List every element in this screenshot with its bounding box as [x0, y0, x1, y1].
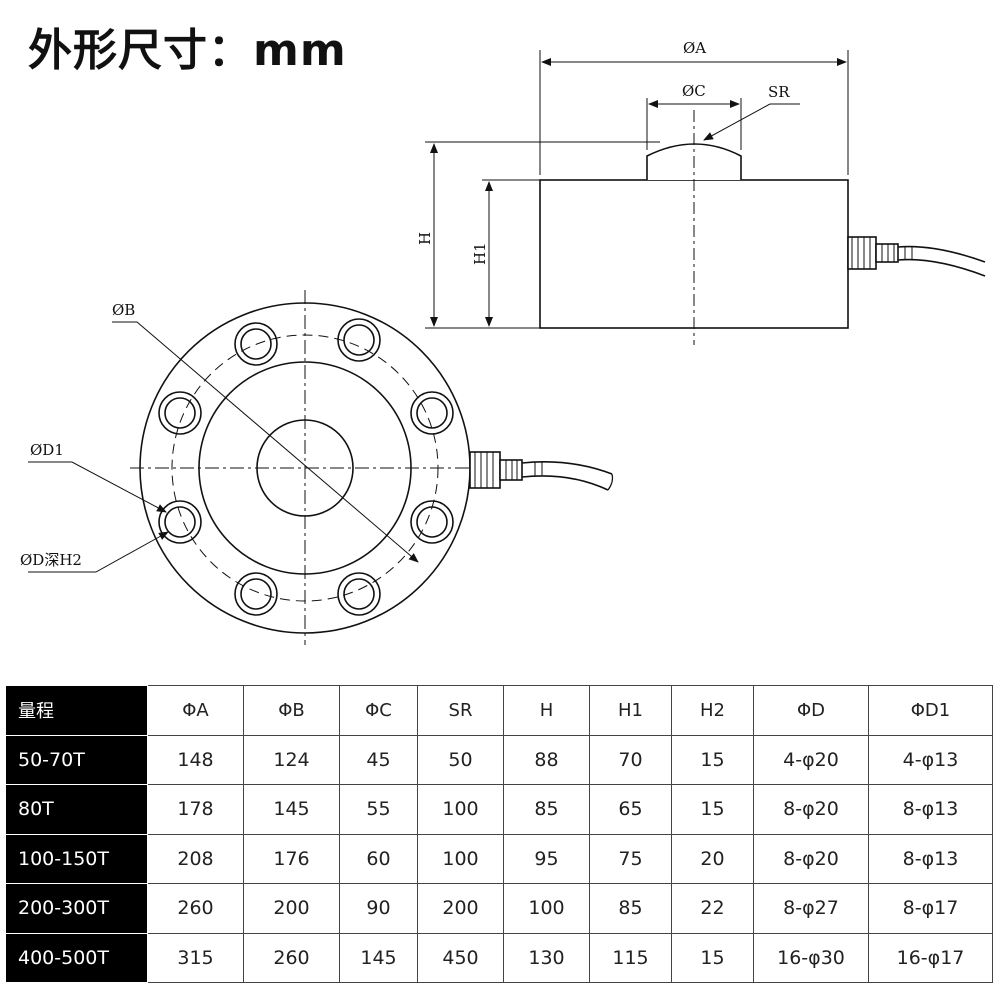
table-cell: 8-φ17 [868, 883, 993, 934]
table-cell: 4-φ13 [868, 734, 993, 785]
table-cell: 200 [243, 883, 340, 934]
table-cell: 130 [503, 932, 590, 983]
bolt-hole [410, 500, 454, 544]
table-cell: 100 [503, 883, 590, 934]
table-cell: 55 [339, 784, 418, 835]
label-dim-d-depth: ØD深H2 [20, 551, 82, 569]
table-cell: 450 [417, 932, 504, 983]
header-cell: H [503, 685, 590, 736]
table-cell: 65 [589, 784, 672, 835]
side-view [425, 50, 986, 345]
table-cell: 90 [339, 883, 418, 934]
table-cell: 145 [243, 784, 340, 835]
table-cell: 60 [339, 833, 418, 884]
table-cell: 208 [147, 833, 244, 884]
header-cell: ΦD [753, 685, 869, 736]
table-cell: 260 [243, 932, 340, 983]
header-cell: H2 [671, 685, 754, 736]
flange-cable [521, 461, 613, 475]
table-cell: 8-φ13 [868, 784, 993, 835]
table-cell: 16-φ30 [753, 932, 869, 983]
top-view [28, 290, 614, 645]
table-cell: 100 [417, 833, 504, 884]
table-cell: 50 [417, 734, 504, 785]
table-row: 200-300T 260 200 90 200 100 85 22 8-φ27 … [5, 883, 993, 934]
table-row: 80T 178 145 55 100 85 65 15 8-φ20 8-φ13 [5, 784, 993, 835]
range-cell: 80T [5, 784, 148, 835]
label-dim-d1: ØD1 [30, 441, 64, 459]
header-range: 量程 [5, 685, 148, 736]
label-h: H [416, 232, 434, 245]
header-cell: SR [417, 685, 504, 736]
table-cell: 95 [503, 833, 590, 884]
table-cell: 260 [147, 883, 244, 934]
range-cell: 400-500T [5, 932, 148, 983]
header-cell: H1 [589, 685, 672, 736]
label-dim-c: ØC [682, 82, 706, 100]
cable [897, 245, 986, 263]
bolt-holes [158, 318, 454, 616]
dimension-drawing: ØA ØC SR H H1 [20, 39, 986, 645]
table-cell: 8-φ20 [753, 833, 869, 884]
label-sr: SR [768, 83, 790, 101]
table-cell: 124 [243, 734, 340, 785]
table-cell: 16-φ17 [868, 932, 993, 983]
table-header-row: 量程 ΦA ΦB ΦC SR H H1 H2 ΦD ΦD1 [5, 685, 993, 736]
table-row: 50-70T 148 124 45 50 88 70 15 4-φ20 4-φ1… [5, 734, 993, 785]
bolt-hole [337, 572, 381, 616]
header-cell: ΦB [243, 685, 340, 736]
table-cell: 15 [671, 734, 754, 785]
label-dim-b: ØB [112, 301, 135, 319]
table-row: 400-500T 315 260 145 450 130 115 15 16-φ… [5, 932, 993, 983]
table-cell: 100 [417, 784, 504, 835]
table-cell: 4-φ20 [753, 734, 869, 785]
range-cell: 200-300T [5, 883, 148, 934]
bolt-hole [337, 318, 381, 362]
range-cell: 50-70T [5, 734, 148, 785]
bolt-hole [410, 391, 454, 435]
bolt-hole [158, 500, 202, 544]
table-cell: 8-φ13 [868, 833, 993, 884]
label-dim-a: ØA [683, 39, 706, 57]
table-cell: 75 [589, 833, 672, 884]
table-cell: 85 [503, 784, 590, 835]
spec-table: 量程 ΦA ΦB ΦC SR H H1 H2 ΦD ΦD1 50-70T 148… [5, 685, 993, 983]
table-cell: 8-φ20 [753, 784, 869, 835]
table-cell: 200 [417, 883, 504, 934]
range-cell: 100-150T [5, 833, 148, 884]
table-cell: 88 [503, 734, 590, 785]
table-cell: 115 [589, 932, 672, 983]
bolt-hole [158, 391, 202, 435]
page-title: 外形尺寸：mm [28, 25, 347, 76]
table-cell: 145 [339, 932, 418, 983]
header-cell: ΦA [147, 685, 244, 736]
table-cell: 22 [671, 883, 754, 934]
bolt-hole [234, 572, 278, 616]
header-cell: ΦD1 [868, 685, 993, 736]
table-row: 100-150T 208 176 60 100 95 75 20 8-φ20 8… [5, 833, 993, 884]
table-cell: 45 [339, 734, 418, 785]
table-cell: 15 [671, 784, 754, 835]
header-cell: ΦC [339, 685, 418, 736]
bolt-hole [234, 322, 278, 366]
label-h1: H1 [471, 242, 489, 265]
table-cell: 148 [147, 734, 244, 785]
table-cell: 15 [671, 932, 754, 983]
table-cell: 178 [147, 784, 244, 835]
table-cell: 70 [589, 734, 672, 785]
table-cell: 315 [147, 932, 244, 983]
cable-connector [847, 236, 877, 270]
table-cell: 85 [589, 883, 672, 934]
table-cell: 8-φ27 [753, 883, 869, 934]
table-cell: 176 [243, 833, 340, 884]
table-cell: 20 [671, 833, 754, 884]
